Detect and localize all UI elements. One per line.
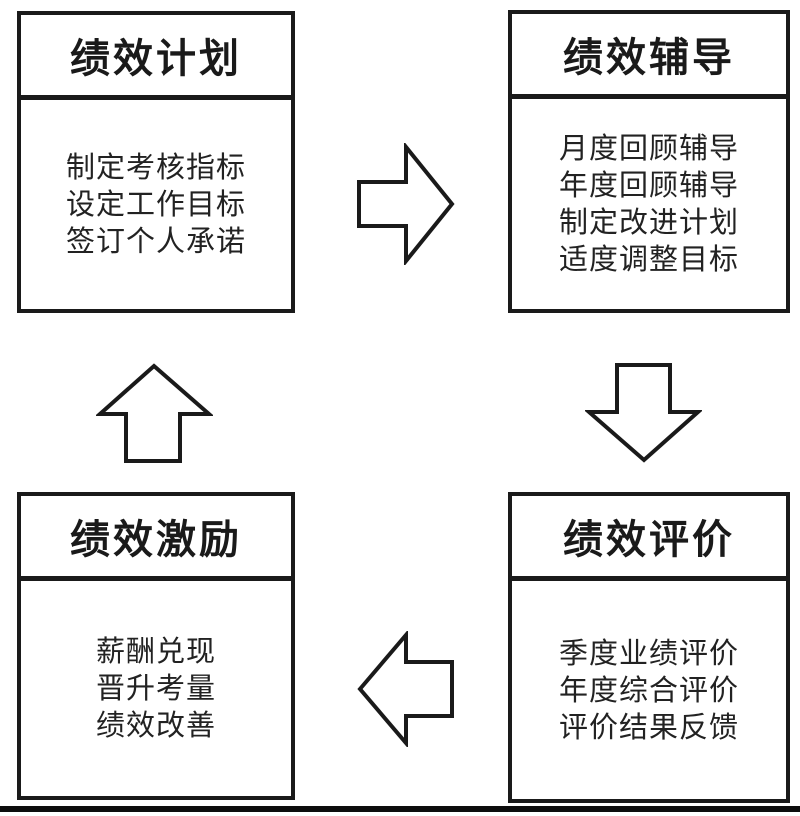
list-item: 薪酬兑现 (95, 634, 216, 668)
box-performance-incentive-title: 绩效激励 (21, 496, 291, 581)
box-performance-coaching-title: 绩效辅导 (512, 14, 786, 99)
box-performance-coaching: 绩效辅导 月度回顾辅导 年度回顾辅导 制定改进计划 适度调整目标 (508, 10, 790, 313)
list-item: 制定考核指标 (65, 150, 246, 184)
box-performance-incentive: 绩效激励 薪酬兑现 晋升考量 绩效改善 (17, 492, 295, 800)
box-performance-evaluation-items: 季度业绩评价 年度综合评价 评价结果反馈 (512, 581, 786, 799)
arrow-up-icon (96, 362, 213, 464)
list-item: 评价结果反馈 (558, 709, 739, 744)
box-performance-evaluation: 绩效评价 季度业绩评价 年度综合评价 评价结果反馈 (508, 492, 790, 803)
box-performance-plan-title: 绩效计划 (21, 15, 291, 100)
box-performance-evaluation-title: 绩效评价 (512, 496, 786, 581)
list-item: 月度回顾辅导 (558, 131, 739, 165)
bottom-divider-bar (0, 806, 800, 812)
box-performance-incentive-items: 薪酬兑现 晋升考量 绩效改善 (21, 581, 291, 796)
box-performance-plan: 绩效计划 制定考核指标 设定工作目标 签订个人承诺 (17, 11, 295, 313)
list-item: 设定工作目标 (65, 187, 246, 221)
box-performance-plan-items: 制定考核指标 设定工作目标 签订个人承诺 (21, 100, 291, 309)
list-item: 绩效改善 (95, 708, 216, 742)
list-item: 年度回顾辅导 (558, 168, 739, 202)
list-item: 晋升考量 (95, 671, 216, 705)
list-item: 签订个人承诺 (65, 224, 246, 258)
list-item: 适度调整目标 (558, 242, 739, 276)
list-item: 年度综合评价 (558, 672, 739, 707)
list-item: 制定改进计划 (558, 205, 739, 239)
box-performance-coaching-items: 月度回顾辅导 年度回顾辅导 制定改进计划 适度调整目标 (512, 99, 786, 309)
arrow-left-icon (356, 631, 456, 747)
arrow-down-icon (585, 362, 702, 464)
list-item: 季度业绩评价 (558, 635, 739, 670)
arrow-right-icon (356, 143, 456, 265)
